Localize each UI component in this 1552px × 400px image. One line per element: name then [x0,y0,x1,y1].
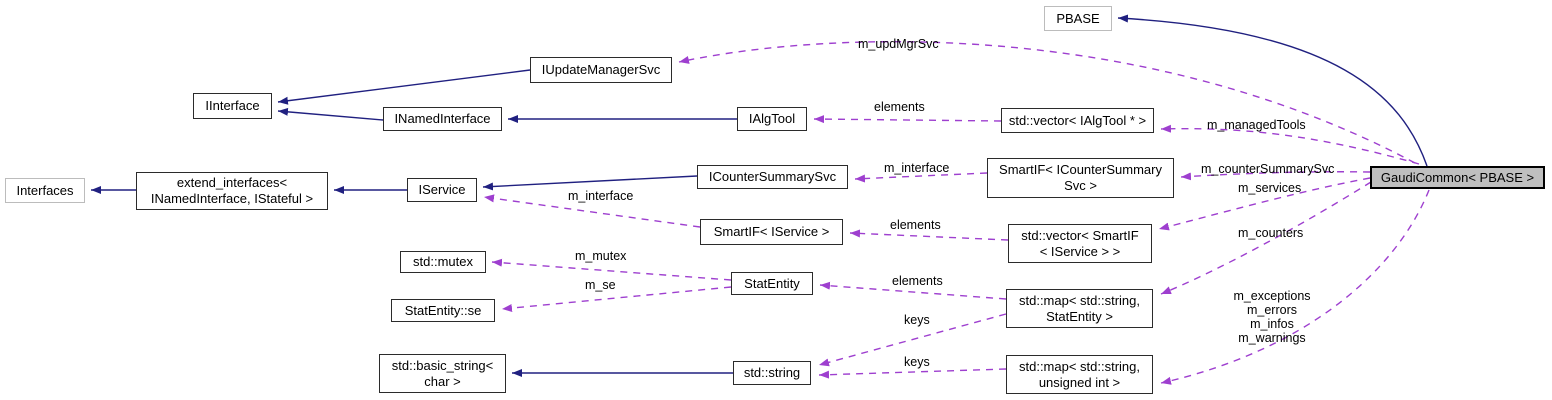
node-iinterface[interactable]: IInterface [193,93,272,119]
edge-label-m-managedtools: m_managedTools [1207,118,1306,132]
edge-vectorsmartif-smartifiservice [849,229,1009,241]
edge-label-keys-uint: keys [904,355,930,369]
node-vector-smartif-iservice[interactable]: std::vector< SmartIF < IService > > [1008,224,1152,263]
edge-gaudicommon-vectorialgtool [1160,124,1420,165]
node-statentity-se[interactable]: StatEntity::se [391,299,495,322]
edge-mapstatentity-stdstring [818,313,1007,367]
node-iupdatemanagersvc[interactable]: IUpdateManagerSvc [530,57,672,83]
edge-iupdatemanagersvc-iinterface [277,69,531,105]
edge-label-m-interface-service: m_interface [568,189,634,203]
edge-mapuint-stdstring [818,368,1007,379]
edge-mapstatentity-statentity [819,281,1007,300]
edge-label-m-se: m_se [585,278,616,292]
edge-gaudicommon-pbase [1117,14,1428,167]
node-interfaces: Interfaces [5,178,85,203]
edge-label-elements-algtool: elements [874,100,925,114]
node-smartif-icountersummarysvc[interactable]: SmartIF< ICounterSummary Svc > [987,158,1174,198]
node-pbase: PBASE [1044,6,1112,31]
node-ialgtool[interactable]: IAlgTool [737,107,807,131]
node-smartif-iservice[interactable]: SmartIF< IService > [700,219,843,245]
edge-gaudicommon-mapuint [1160,189,1430,385]
edge-label-m-updmgrsvc: m_updMgrSvc [858,37,939,51]
node-std-string[interactable]: std::string [733,361,811,385]
node-statentity[interactable]: StatEntity [731,272,813,295]
node-extend-interfaces[interactable]: extend_interfaces< INamedInterface, ISta… [136,172,328,210]
edge-gaudicommon-mapstatentity [1160,181,1372,295]
node-gaudicommon-pbase: GaudiCommon< PBASE > [1370,166,1545,189]
edge-statentity-statentityse [501,286,732,313]
edge-label-m-counters: m_counters [1238,226,1304,240]
edge-inamedinterface-iinterface [277,107,384,121]
edge-label-elements-service: elements [890,218,941,232]
edge-label-m-mutex: m_mutex [575,249,627,263]
node-vector-ialgtool[interactable]: std::vector< IAlgTool * > [1001,108,1154,133]
node-icountersummarysvc[interactable]: ICounterSummarySvc [697,165,848,189]
node-iservice[interactable]: IService [407,178,477,202]
edge-smartifiservice-iservice [483,194,701,228]
edge-gaudicommon-vectorsmartif [1158,177,1371,231]
edge-label-elements-statentity: elements [892,274,943,288]
edge-statentity-stdmutex [491,258,732,281]
edge-label-keys-statentity: keys [904,313,930,327]
edge-label-m-services: m_services [1238,181,1302,195]
edge-label-m-countersummarysvc: m_counterSummarySvc [1201,162,1335,176]
node-std-mutex[interactable]: std::mutex [400,251,486,273]
edge-vectorialgtool-ialgtool [813,115,1002,124]
node-inamedinterface[interactable]: INamedInterface [383,107,502,131]
node-std-basic-string[interactable]: std::basic_string< char > [379,354,506,393]
edge-label-m-interface-counter: m_interface [884,161,950,175]
node-map-string-statentity[interactable]: std::map< std::string, StatEntity > [1006,289,1153,328]
edge-gaudicommon-smartifcounter [1180,171,1371,181]
node-map-string-uint[interactable]: std::map< std::string, unsigned int > [1006,355,1153,394]
edge-gaudicommon-iupdatemanagersvc [678,41,1416,164]
edge-label-message-counters: m_exceptions m_errors m_infos m_warnings [1233,289,1311,345]
edge-icountersummarysvc-iservice [482,175,698,191]
edge-smartifcounter-icountersummarysvc [854,172,988,183]
